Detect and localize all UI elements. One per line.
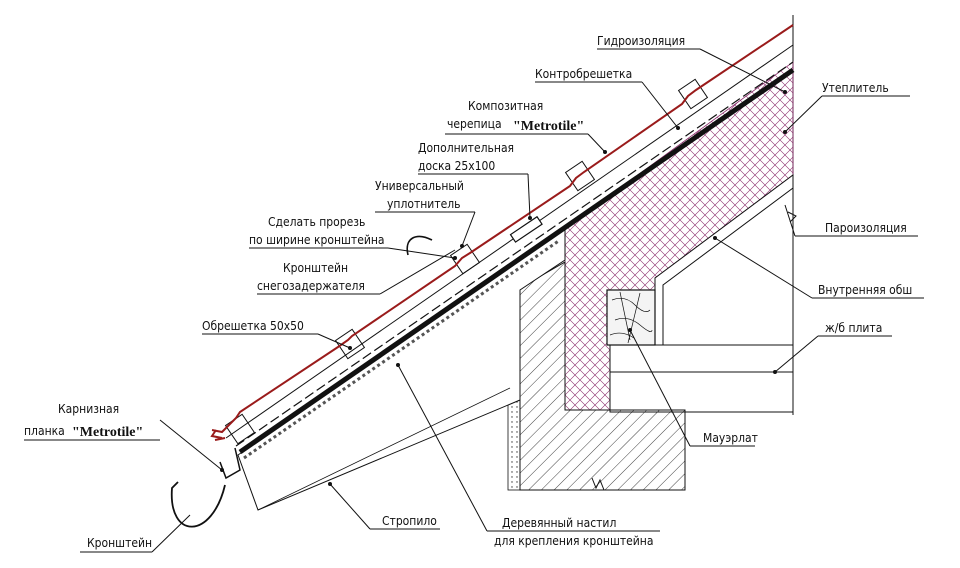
label-prorez-1: Сделать прорезь (268, 215, 365, 229)
label-dop-doska-2: доска 25х100 (418, 159, 495, 173)
label-uplotnitel-1: Универсальный (375, 179, 464, 193)
concrete-slab (609, 344, 794, 413)
label-obreshetka: Обрешетка 50х50 (202, 319, 304, 333)
label-dop-doska-1: Дополнительная (418, 141, 514, 155)
extra-board (509, 215, 543, 243)
label-metrotile-1: "Metrotile" (513, 119, 584, 134)
label-mauerlat: Мауэрлат (703, 431, 758, 445)
label-karniznaya-1: Карнизная (58, 402, 119, 416)
label-nastil-1: Деревянный настил (502, 516, 616, 530)
label-vnutrennyaya: Внутренняя обш (818, 283, 912, 297)
label-kronshtein: Кронштейн (87, 536, 152, 550)
label-kompozitnaya: Композитная (468, 99, 543, 113)
mauerlat-block (606, 289, 656, 346)
label-paroizolyatsiya: Пароизоляция (825, 221, 907, 235)
label-uteplitel: Утеплитель (822, 81, 889, 95)
composite-tile (211, 24, 794, 434)
roof-decking (238, 67, 795, 455)
label-cherepitsa: черепица (447, 117, 502, 131)
label-kronshtein-sneg-1: Кронштейн (283, 261, 348, 275)
label-stropilo: Стропило (382, 514, 437, 528)
bracket-hook (170, 481, 226, 528)
label-metrotile-2: "Metrotile" (72, 425, 143, 440)
brick-wall (519, 261, 686, 491)
label-uplotnitel-2: уплотнитель (387, 197, 461, 211)
label-karniznaya-2: планка (24, 424, 65, 438)
label-kronshtein-sneg-2: снегозадержателя (257, 279, 365, 293)
label-gidroizolyatsiya: Гидроизоляция (597, 34, 685, 48)
label-nastil-2: для крепления кронштейна (494, 534, 653, 548)
label-prorez-2: по ширине кронштейна (249, 233, 385, 247)
label-kontrobreshetka: Контробрешетка (535, 67, 632, 81)
label-zhb-plita: ж/б плита (825, 321, 882, 335)
eaves-plank (219, 447, 241, 480)
